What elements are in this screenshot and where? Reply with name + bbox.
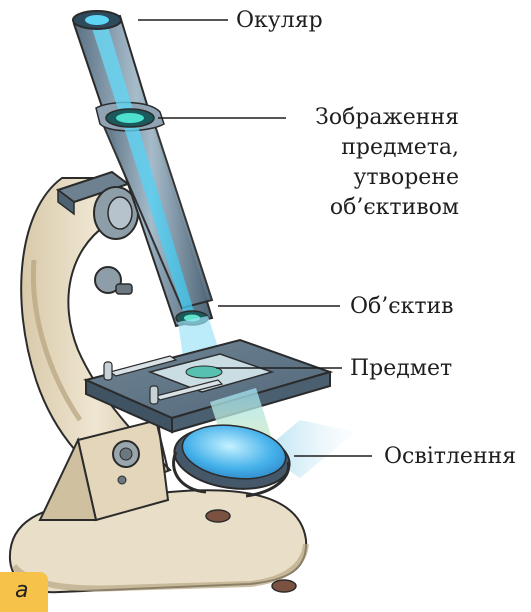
image-label-line-3: утворене bbox=[315, 163, 459, 193]
image-label-line-1: Зображення bbox=[315, 103, 459, 133]
image-label-line-2: предмета, bbox=[315, 133, 459, 163]
objective-label: Об’єктив bbox=[350, 292, 454, 322]
illumination-label: Освітлення bbox=[384, 442, 516, 472]
image-label-line-4: об’єктивом bbox=[315, 193, 459, 223]
microscope-tube bbox=[73, 11, 212, 326]
panel-letter: а bbox=[15, 578, 28, 603]
eyepiece-label: Окуляр bbox=[236, 6, 323, 36]
illumination-mirror bbox=[170, 419, 293, 496]
panel-letter-tag: а bbox=[0, 572, 48, 612]
image-label: Зображення предмета, утворене об’єктивом bbox=[315, 103, 459, 223]
fine-adjust-knob bbox=[95, 267, 132, 294]
object-label: Предмет bbox=[350, 354, 452, 384]
